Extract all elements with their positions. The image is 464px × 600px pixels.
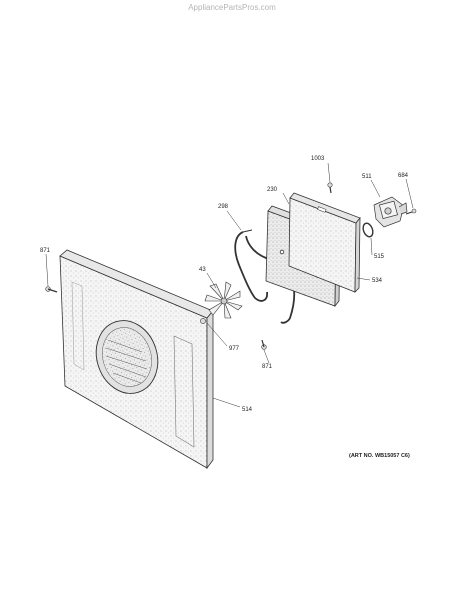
screw-1003 xyxy=(327,182,333,194)
screw-871-left xyxy=(45,286,58,293)
label-511: 511 xyxy=(362,174,372,180)
label-230: 230 xyxy=(267,187,278,193)
screw-871-right xyxy=(261,339,267,350)
convection-motor xyxy=(373,196,408,228)
fan-nut xyxy=(200,318,206,324)
screw-684 xyxy=(405,208,417,215)
label-977: 977 xyxy=(229,346,240,352)
fan-grille xyxy=(95,320,159,394)
leader-lines xyxy=(45,162,414,408)
label-1003: 1003 xyxy=(311,156,325,162)
art-number: (ART NO. WB15057 C6) xyxy=(349,453,410,459)
label-515: 515 xyxy=(374,254,385,260)
label-298: 298 xyxy=(218,204,229,210)
label-871-right: 871 xyxy=(262,364,273,370)
gasket xyxy=(362,222,374,238)
part-labels: 1003 230 511 684 298 871 43 515 534 977 … xyxy=(40,156,409,413)
label-43: 43 xyxy=(199,267,206,273)
watermark: AppliancePartsPros.com xyxy=(188,3,276,12)
convection-cover xyxy=(288,192,361,293)
convection-fan-blade xyxy=(204,281,243,319)
label-871-left: 871 xyxy=(40,248,51,254)
label-514: 514 xyxy=(242,407,253,413)
label-684: 684 xyxy=(398,173,409,179)
label-534: 534 xyxy=(372,278,383,284)
